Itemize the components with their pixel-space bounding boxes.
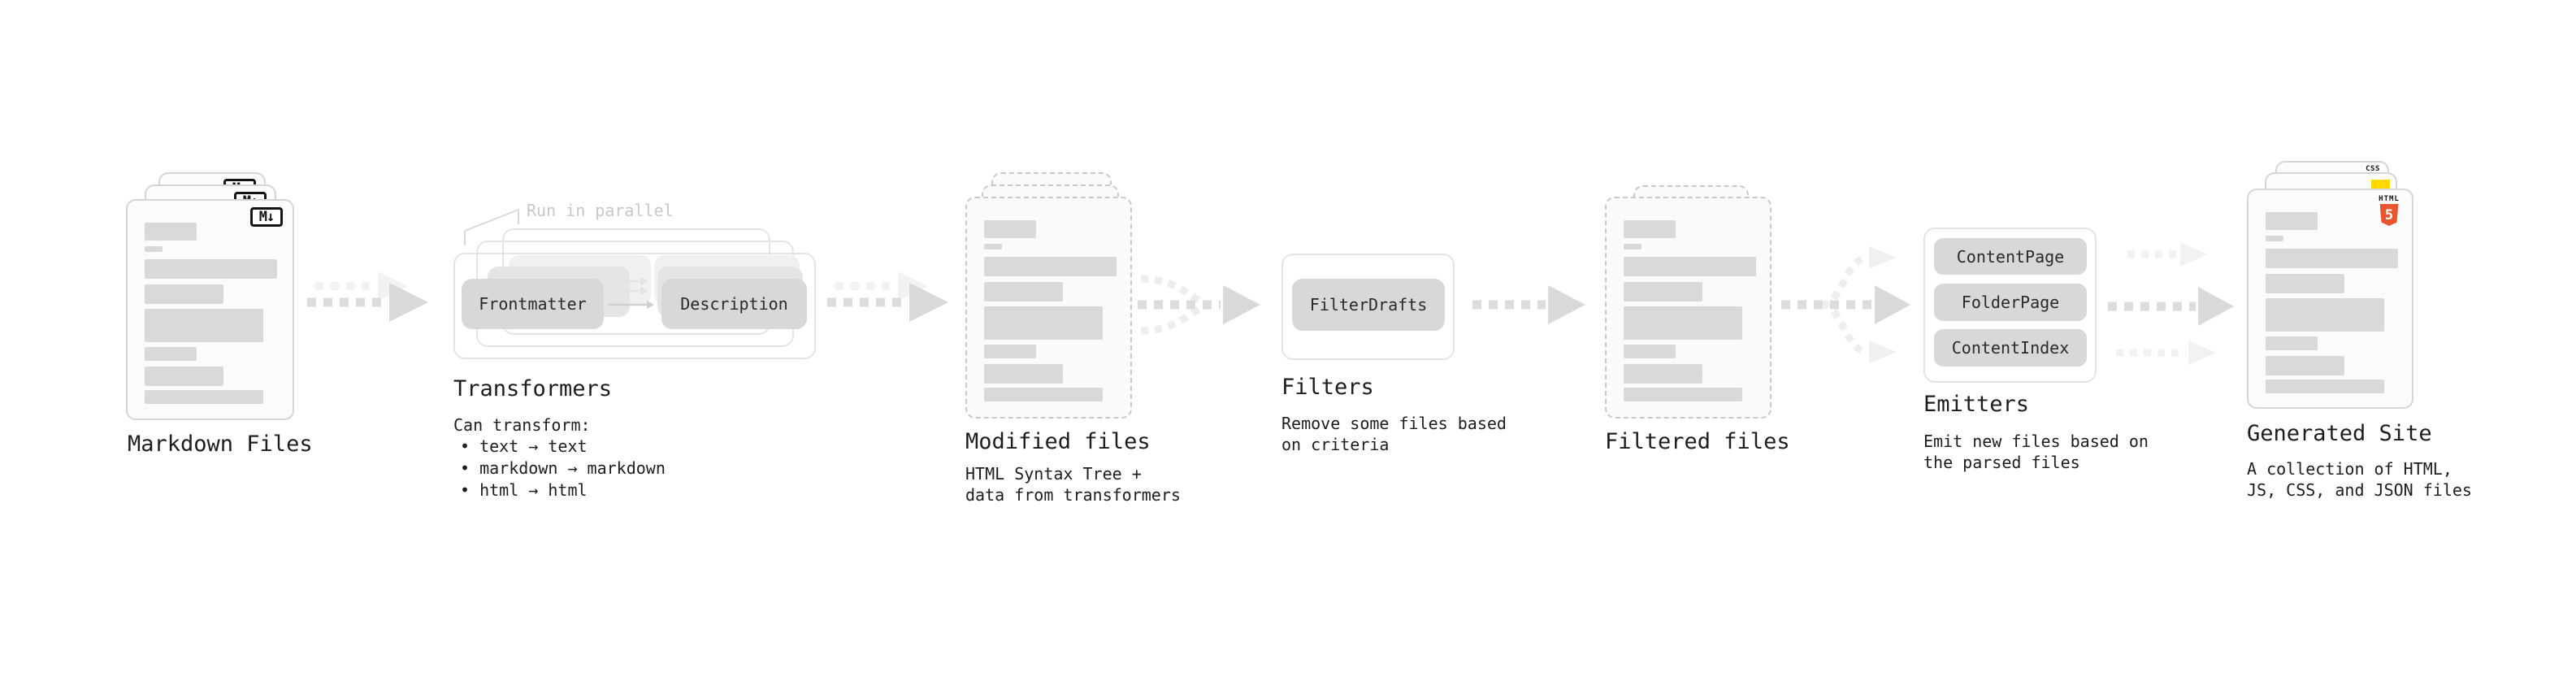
text-line-bar bbox=[145, 284, 223, 304]
text-line-bar bbox=[2266, 212, 2318, 230]
text-line-bar bbox=[2266, 274, 2344, 293]
text-line-bar bbox=[1624, 220, 1676, 238]
js-badge-icon bbox=[2371, 180, 2390, 189]
text-line-bar bbox=[984, 257, 1117, 276]
filtered-files-title: Filtered files bbox=[1605, 429, 1790, 454]
filtered-doc-front bbox=[1605, 197, 1772, 419]
text-line-bar bbox=[984, 364, 1063, 384]
modified-doc-front bbox=[965, 197, 1132, 419]
text-line-bar bbox=[984, 306, 1103, 340]
transformers-subtitle: Can transform: bbox=[453, 415, 591, 435]
emitters-frame bbox=[1923, 228, 2097, 383]
parallel-arrows bbox=[608, 277, 654, 309]
text-line-bar bbox=[1624, 345, 1676, 358]
generated-doc-front: HTML 5 bbox=[2247, 189, 2413, 409]
folderpage-box: FolderPage bbox=[1934, 284, 2087, 321]
generated-site-title: Generated Site bbox=[2247, 421, 2432, 446]
text-line-bar bbox=[1624, 244, 1641, 249]
filters-subtitle: Remove some files based on criteria bbox=[1281, 414, 1507, 454]
text-line-bar bbox=[2266, 298, 2384, 332]
transformers-bullets: • text → text • markdown → markdown • ht… bbox=[460, 436, 666, 501]
text-line-bar bbox=[2266, 356, 2344, 375]
bullet-item: • html → html bbox=[460, 480, 588, 500]
text-line-bar bbox=[2266, 380, 2384, 393]
text-line-bar bbox=[145, 309, 263, 342]
filters-frame bbox=[1281, 254, 1455, 360]
text-line-bar bbox=[145, 390, 263, 404]
description-label: Description bbox=[680, 294, 788, 314]
bullet-item: • text → text bbox=[460, 436, 588, 456]
bullet-item: • markdown → markdown bbox=[460, 458, 666, 478]
text-line-bar bbox=[2266, 236, 2283, 241]
contentpage-label: ContentPage bbox=[1956, 246, 2065, 267]
folderpage-label: FolderPage bbox=[1961, 293, 2060, 312]
emitters-title: Emitters bbox=[1923, 392, 2030, 417]
emitters-subtitle: Emit new files based on the parsed files bbox=[1923, 432, 2149, 472]
arrow-markdown-to-transformers bbox=[307, 271, 428, 322]
text-line-bar bbox=[984, 388, 1103, 401]
contentpage-box: ContentPage bbox=[1934, 238, 2087, 275]
modified-files-title: Modified files bbox=[965, 429, 1151, 454]
text-line-bar bbox=[145, 367, 223, 386]
text-line-bar bbox=[145, 223, 197, 241]
transformers-frame-front bbox=[453, 253, 816, 359]
markdown-files-title: Markdown Files bbox=[128, 432, 313, 457]
text-line-bar bbox=[984, 244, 1002, 249]
filterdrafts-box: FilterDrafts bbox=[1292, 279, 1445, 331]
css-label: CSS bbox=[2366, 165, 2380, 173]
markdown-doc-front: M↓ bbox=[126, 199, 294, 420]
run-in-parallel-note: Run in parallel bbox=[527, 201, 674, 220]
arrow-emitters-to-generated bbox=[2108, 242, 2234, 365]
transformers-title: Transformers bbox=[453, 376, 613, 401]
text-line-bar bbox=[1624, 364, 1702, 384]
html5-icon: HTML 5 bbox=[2377, 195, 2401, 226]
text-line-bar bbox=[145, 246, 163, 252]
frontmatter-box: Frontmatter bbox=[462, 279, 604, 329]
text-line-bar bbox=[1624, 282, 1702, 301]
note-leader-line bbox=[464, 209, 519, 245]
arrow-modified-to-filters bbox=[1138, 275, 1260, 335]
text-line-bar bbox=[984, 220, 1036, 238]
arrow-transformers-to-modified bbox=[827, 271, 948, 322]
text-line-bar bbox=[1624, 257, 1756, 276]
text-line-bar bbox=[145, 347, 197, 361]
text-line-bar bbox=[1624, 306, 1742, 340]
markdown-icon: M↓ bbox=[250, 207, 283, 227]
generated-site-subtitle: A collection of HTML, JS, CSS, and JSON … bbox=[2247, 459, 2472, 500]
text-line-bar bbox=[2266, 249, 2398, 268]
text-line-bar bbox=[1624, 388, 1742, 401]
html5-number: 5 bbox=[2384, 206, 2394, 223]
contentindex-box: ContentIndex bbox=[1934, 329, 2087, 367]
html5-label: HTML bbox=[2379, 195, 2400, 203]
modified-files-subtitle: HTML Syntax Tree + data from transformer… bbox=[965, 464, 1181, 505]
text-line-bar bbox=[984, 345, 1036, 358]
text-line-bar bbox=[2266, 336, 2318, 350]
filters-title: Filters bbox=[1281, 375, 1374, 400]
text-line-bar bbox=[145, 259, 277, 279]
arrow-filtered-to-emitters bbox=[1781, 246, 1910, 363]
arrow-filters-to-filtered bbox=[1472, 285, 1585, 324]
text-line-bar bbox=[984, 282, 1063, 301]
contentindex-label: ContentIndex bbox=[1951, 338, 2070, 358]
filterdrafts-label: FilterDrafts bbox=[1309, 295, 1428, 314]
frontmatter-label: Frontmatter bbox=[479, 294, 587, 314]
description-box: Description bbox=[661, 279, 807, 329]
